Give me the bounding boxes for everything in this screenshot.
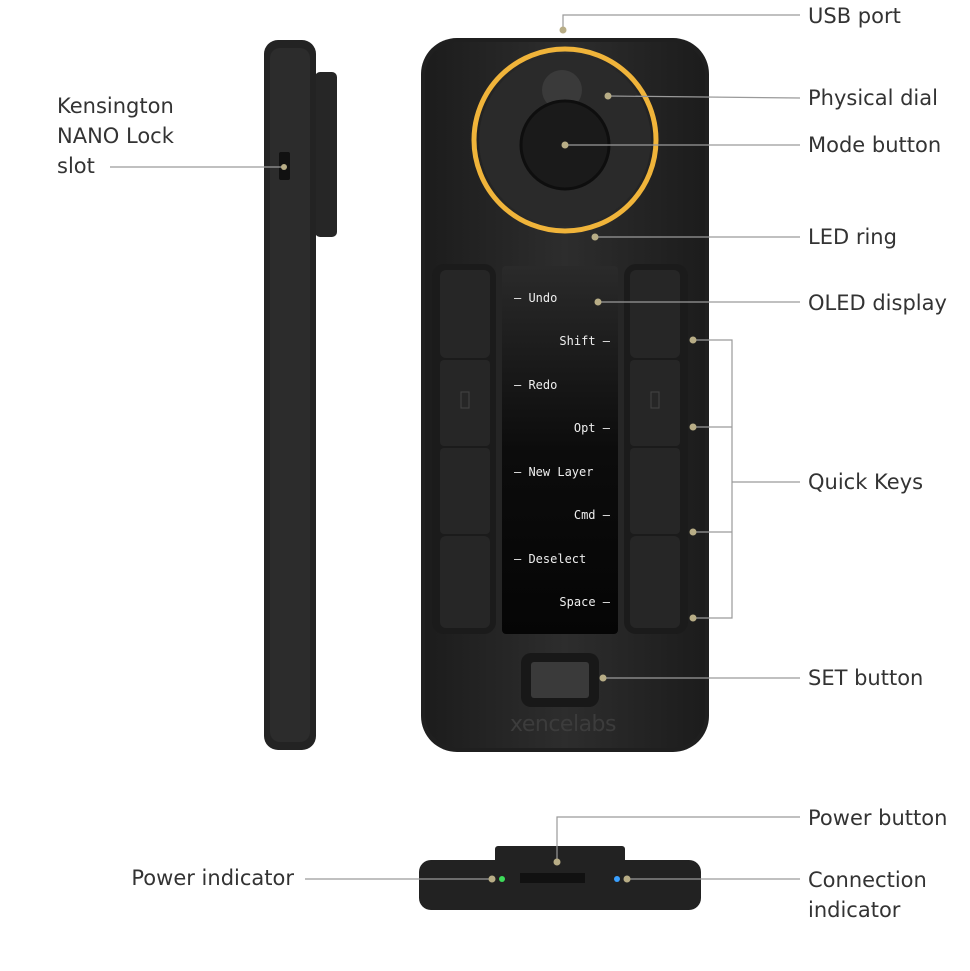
label-power-indicator: Power indicator [131,866,294,890]
power-led [499,876,505,882]
led-ring [471,46,659,234]
oled-label-cmd: Cmd — [573,508,610,522]
label-quick-keys: Quick Keys [808,470,924,494]
label-physical-dial: Physical dial [808,86,938,110]
oled-label-deselect: — Deselect [514,552,587,566]
label-connection-indicator-1: Connection [808,868,927,892]
label-kensington-2: NANO Lock [57,124,174,148]
oled-label-opt: Opt — [573,421,610,435]
oled-label-space: Space — [559,595,610,609]
oled-label-shift: Shift — [559,334,610,348]
label-led-ring: LED ring [808,225,897,249]
label-power-button: Power button [808,806,948,830]
quick-keys-left [432,264,496,634]
quick-keys-right [624,264,688,634]
oled-screen [502,266,618,634]
callout-dots [281,26,697,883]
label-oled-display: OLED display [808,291,947,315]
side-view-device [264,40,337,750]
label-usb-port: USB port [808,4,901,28]
connection-led [614,876,620,882]
oled-label-redo: — Redo [514,378,558,392]
label-connection-indicator-2: indicator [808,898,901,922]
oled-label-new-layer: — New Layer [514,465,594,479]
oled-label-undo: — Undo [514,291,558,305]
brand-logo: xencelabs [510,712,616,737]
side-dial [315,72,337,237]
bottom-view-device [419,846,701,910]
label-kensington-1: Kensington [57,94,174,118]
dial-indent [542,70,582,110]
callout-lines [110,14,801,880]
main-device [421,38,709,752]
label-kensington-3: slot [57,154,95,178]
label-set-button: SET button [808,666,924,690]
set-button [531,662,589,698]
label-mode-button: Mode button [808,133,942,157]
